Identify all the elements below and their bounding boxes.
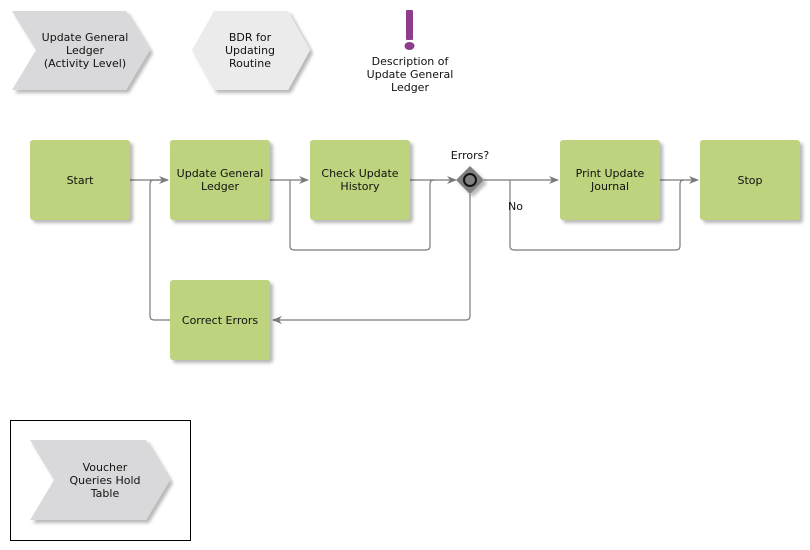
edge-gateway-to-correct xyxy=(272,194,471,324)
activity-chevron-shape[interactable] xyxy=(12,11,150,90)
task-print-update-journal[interactable]: Print Update Journal xyxy=(560,140,660,220)
errors-gateway[interactable] xyxy=(456,166,484,194)
task-stop-label: Stop xyxy=(737,173,763,187)
task-check-update-history-label: Check Update History xyxy=(321,167,399,193)
description-label: Description of Update General Ledger xyxy=(366,54,454,94)
edge-label-no: No xyxy=(508,199,523,213)
edge-no-bypass xyxy=(509,179,685,251)
edge-correct-to-update xyxy=(149,179,170,321)
bdr-hexagon-shape[interactable] xyxy=(192,11,310,90)
edge-update-bypass xyxy=(289,179,435,251)
task-start[interactable]: Start xyxy=(30,140,130,220)
task-correct-errors[interactable]: Correct Errors xyxy=(170,280,270,360)
legend-frame xyxy=(10,420,191,541)
task-start-label: Start xyxy=(66,173,94,187)
bdr-hexagon-label: BDR for Updating Routine xyxy=(224,30,276,70)
task-stop[interactable]: Stop xyxy=(700,140,800,220)
task-update-general-ledger-label: Update General Ledger xyxy=(176,167,264,193)
task-check-update-history[interactable]: Check Update History xyxy=(310,140,410,220)
activity-chevron-label: Update General Ledger (Activity Level) xyxy=(41,30,129,70)
task-update-general-ledger[interactable]: Update General Ledger xyxy=(170,140,270,220)
exclamation-icon xyxy=(404,10,415,50)
task-correct-errors-label: Correct Errors xyxy=(181,313,259,327)
gateway-label: Errors? xyxy=(450,148,490,162)
voucher-chevron-shape[interactable] xyxy=(30,440,170,520)
gateway-circle-icon xyxy=(463,173,477,187)
voucher-chevron-label: Voucher Queries Hold Table xyxy=(69,460,141,500)
task-print-update-journal-label: Print Update Journal xyxy=(575,167,645,193)
